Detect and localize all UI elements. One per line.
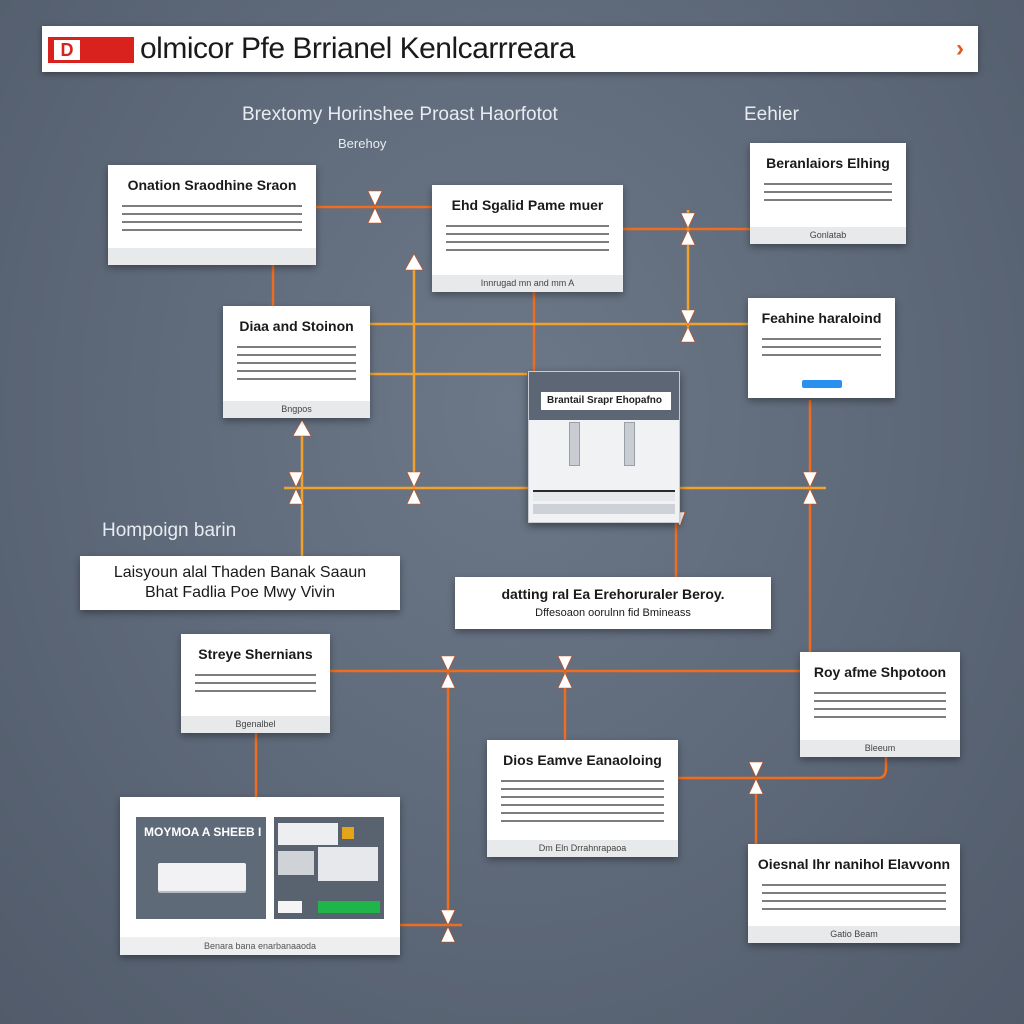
screenshot-panel[interactable]: MOYMOA A SHEEB I Benara bana enarbanaaod… [120, 797, 400, 955]
info-banner-center: datting ral Ea Erehoruraler Beroy. Dffes… [455, 577, 771, 629]
section-label-top: Brextomy Horinshee Proast Haorfotot [242, 104, 558, 125]
section-label-right: Eehier [744, 104, 799, 125]
node-card-6[interactable]: Streye Shernians Bgenalbel [181, 634, 330, 733]
central-device[interactable]: Brantail Srapr Ehopafno [528, 371, 680, 523]
node-card-7[interactable]: Roy afme Shpotoon Bleeum [800, 652, 960, 757]
green-action-button[interactable] [318, 901, 380, 913]
panel-preview [274, 817, 384, 919]
node-card-8[interactable]: Dios Eamve Eanaoloing Dm Eln Drrahnrapao… [487, 740, 678, 857]
page-title: olmicor Pfe Brrianel Kenlcarrreara [140, 32, 575, 65]
panel-caption: Benara bana enarbanaaoda [120, 937, 400, 955]
brand-logo: D [48, 37, 134, 63]
node-card-1[interactable]: Onation Sraodhine Sraon [108, 165, 316, 265]
panel-title: MOYMOA A SHEEB I [144, 825, 262, 839]
chevron-right-icon[interactable]: › [956, 35, 964, 62]
title-bar: D olmicor Pfe Brrianel Kenlcarrreara › [42, 26, 978, 72]
node-card-2[interactable]: Ehd Sgalid Pame muer Innrugad mn and mm … [432, 185, 623, 292]
action-button[interactable] [801, 380, 842, 388]
device-thumbnail [158, 863, 246, 891]
node-card-4[interactable]: Diaa and Stoinon Bngpos [223, 306, 370, 418]
node-card-9[interactable]: Oiesnal Ihr nanihol Elavvonn Gatio Beam [748, 844, 960, 943]
section-label-left: Hompoign barin [102, 520, 237, 541]
device-label: Brantail Srapr Ehopafno [541, 392, 671, 410]
info-banner-left: Laisyoun alal Thaden Banak Saaun Bhat Fa… [80, 556, 400, 610]
node-card-3[interactable]: Beranlaiors Elhing Gonlatab [750, 143, 906, 244]
node-card-5[interactable]: Feahine haraloind [748, 298, 895, 398]
section-sublabel-top: Berehoy [338, 136, 387, 151]
